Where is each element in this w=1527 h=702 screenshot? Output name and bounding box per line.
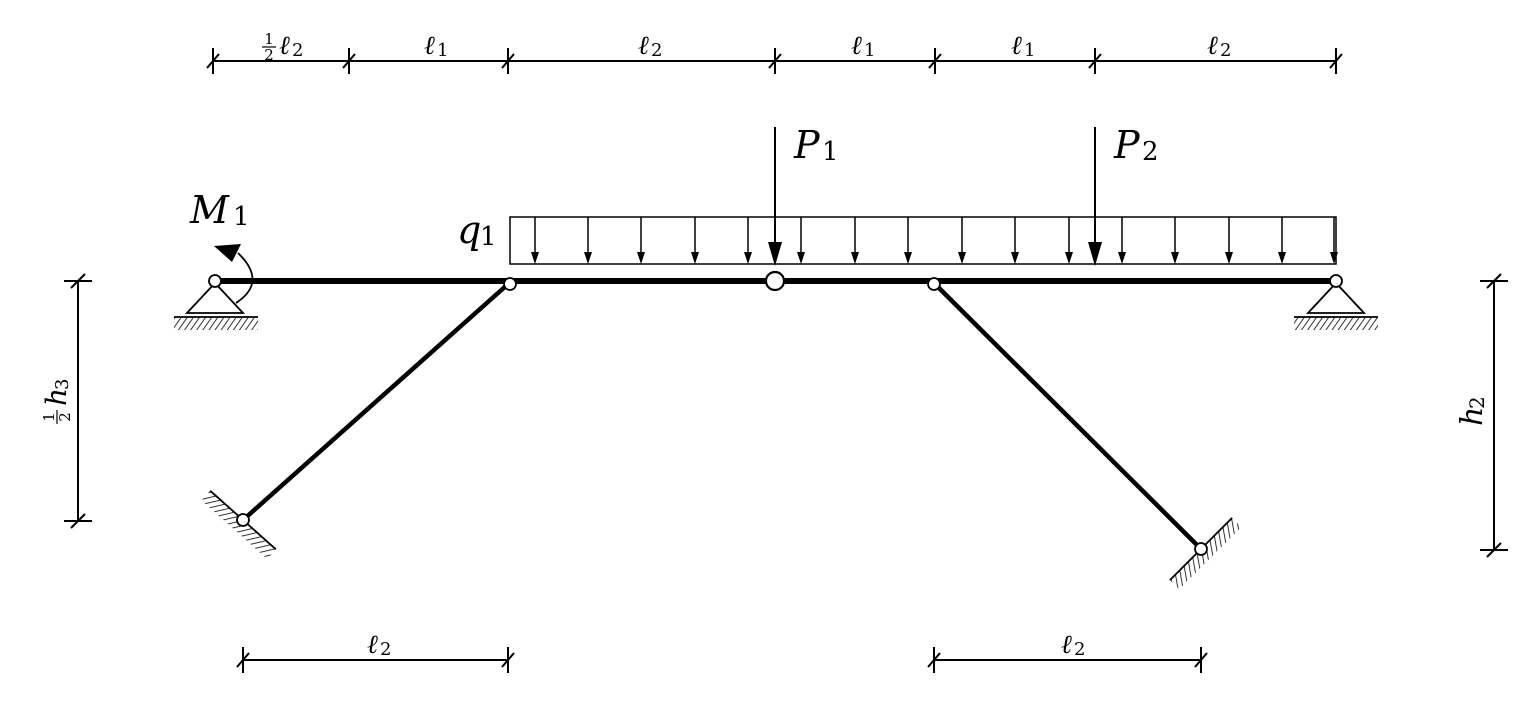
- hinge-beam-middle: [764, 270, 786, 292]
- svg-text:2: 2: [1465, 396, 1489, 409]
- right-height-dimension: h 2: [1455, 273, 1508, 558]
- dimension-label-l2-a: ℓ 2: [638, 31, 662, 61]
- bottom-right-dimension: ℓ 2: [927, 630, 1208, 673]
- dimension-label-h2: h 2: [1455, 396, 1490, 426]
- svg-text:ℓ: ℓ: [279, 31, 290, 61]
- svg-text:ℓ: ℓ: [1207, 31, 1218, 61]
- left-strut: [240, 282, 510, 523]
- svg-text:ℓ: ℓ: [424, 31, 435, 61]
- moment-load-m1: M 1: [189, 188, 254, 304]
- svg-text:3: 3: [52, 379, 73, 390]
- svg-text:2: 2: [651, 40, 662, 61]
- dimension-label-l1-c: ℓ 1: [1011, 31, 1035, 61]
- svg-text:1: 1: [40, 412, 58, 422]
- dimension-label-half-h3: 1 2 h 3: [40, 379, 74, 424]
- hinge-left-strut-top: [503, 277, 517, 291]
- svg-text:1: 1: [437, 40, 448, 61]
- svg-text:P: P: [1113, 123, 1141, 167]
- svg-text:1: 1: [264, 30, 274, 48]
- hinge-right-strut-top: [927, 277, 941, 291]
- svg-text:1: 1: [233, 202, 250, 232]
- right-strut: [933, 282, 1204, 552]
- svg-text:ℓ: ℓ: [367, 630, 378, 660]
- svg-text:1: 1: [480, 222, 497, 252]
- hinges: [503, 270, 941, 292]
- svg-text:q: q: [457, 208, 481, 252]
- top-dimension-ticks: [206, 48, 1343, 74]
- dimension-label-l2-b: ℓ 2: [1207, 31, 1231, 61]
- svg-text:ℓ: ℓ: [851, 31, 862, 61]
- svg-text:2: 2: [1220, 40, 1231, 61]
- svg-text:h: h: [1455, 407, 1490, 426]
- svg-text:2: 2: [1074, 639, 1085, 660]
- svg-text:2: 2: [1142, 137, 1159, 167]
- left-pin-support: [174, 274, 258, 330]
- svg-text:ℓ: ℓ: [1011, 31, 1022, 61]
- svg-text:1: 1: [864, 40, 875, 61]
- left-strut-ground-support: [201, 490, 277, 559]
- svg-text:M: M: [189, 188, 230, 232]
- svg-text:2: 2: [56, 412, 74, 422]
- svg-text:2: 2: [380, 639, 391, 660]
- distributed-load-arrows: [531, 217, 1338, 264]
- bottom-left-dimension: ℓ 2: [236, 630, 515, 673]
- svg-text:ℓ: ℓ: [1061, 630, 1072, 660]
- distributed-load-q1: q 1: [457, 208, 1338, 265]
- point-load-p1: P 1: [768, 123, 839, 266]
- right-strut-ground-support: [1169, 517, 1242, 590]
- svg-text:h: h: [40, 388, 73, 406]
- svg-text:ℓ: ℓ: [638, 31, 649, 61]
- point-load-p2: P 2: [1088, 123, 1159, 266]
- left-height-dimension: 1 2 h 3: [40, 273, 92, 529]
- dimension-label-l1-a: ℓ 1: [424, 31, 448, 61]
- svg-text:1: 1: [1024, 40, 1035, 61]
- svg-text:1: 1: [822, 137, 839, 167]
- dimension-label-half-l2: 1 2 ℓ 2: [262, 30, 303, 64]
- svg-text:2: 2: [264, 46, 274, 64]
- svg-text:2: 2: [292, 40, 303, 61]
- dimension-label-l1-b: ℓ 1: [851, 31, 875, 61]
- right-pin-support: [1294, 274, 1378, 330]
- top-dimension-chain: 1 2 ℓ 2 ℓ 1 ℓ 2 ℓ 1 ℓ 1 ℓ 2: [206, 30, 1343, 74]
- svg-text:P: P: [793, 123, 821, 167]
